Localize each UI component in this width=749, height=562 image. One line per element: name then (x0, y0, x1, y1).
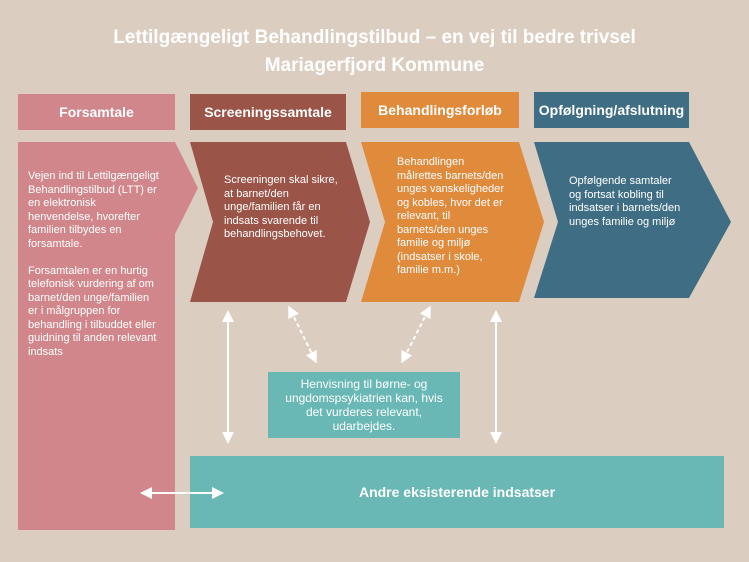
forsamtale-shape (18, 142, 198, 530)
header-behandlingsforlob: Behandlingsforløb (361, 92, 519, 128)
text-line: forsamtale. (28, 237, 83, 250)
header-forsamtale-label: Forsamtale (59, 104, 134, 120)
header-forsamtale: Forsamtale (18, 94, 175, 130)
text-line: er i målgruppen for (28, 305, 121, 317)
diagram-title-line1: Lettilgængeligt Behandlingstilbud – en v… (113, 27, 636, 48)
arrow-behandling-henvisning (401, 305, 431, 364)
diagram-title-line2: Mariagerfjord Kommune (264, 55, 485, 76)
text-line: barnets/den unges (397, 223, 489, 236)
screening-arrow (190, 142, 370, 302)
text-line: ungdomspsykiatrien kan, hvis (285, 391, 443, 405)
text-line: en elektronisk (28, 197, 96, 209)
text-line: Behandlingstilbud (LTT) er (28, 183, 157, 196)
text-line: og fortsat kobling til (569, 188, 664, 201)
text-line: Opfølgende samtaler (569, 175, 672, 187)
text-line: det vurderes relevant, (305, 405, 423, 419)
text-line: Vejen ind til Lettilgængeligt (28, 170, 159, 182)
text-line: unges vanskeligheder (397, 183, 505, 195)
text-line: telefonisk vurdering af om (28, 278, 154, 290)
text-line: barnet/den unge/familien (28, 291, 150, 304)
header-screeningssamtale: Screeningssamtale (190, 94, 346, 130)
text-line: (indsatser i skole, (397, 250, 483, 263)
text-line: indsats (28, 345, 63, 358)
text-line: henvendelse, hvorefter (28, 210, 140, 223)
text-line: guidning til anden relevant (28, 332, 157, 344)
andre-indsatser-label: Andre eksisterende indsatser (358, 484, 556, 500)
text-line: familien tilbydes en (28, 224, 122, 236)
text-line: relevant, til (397, 210, 451, 222)
text-line: Forsamtalen er en hurtig (28, 264, 148, 277)
header-opfolgning-label: Opfølgning/afslutning (538, 102, 685, 118)
text-line: målrettes barnets/den (397, 169, 504, 182)
text-line: familie og miljø (397, 237, 471, 249)
text-line: Screeningen skal sikre, (224, 174, 338, 186)
header-behandlingsforlob-label: Behandlingsforløb (378, 102, 502, 118)
header-opfolgning: Opfølgning/afslutning (534, 92, 689, 128)
text-line: Henvisning til børne- og (300, 377, 428, 391)
text-line: unge/familien får en (224, 201, 321, 213)
text-line: behandlingsbehovet. (224, 228, 326, 240)
text-line: behandling i tilbuddet eller (28, 318, 156, 331)
text-line: indsats svarende til (224, 214, 319, 227)
text-line: familie m.m.) (397, 264, 460, 276)
text-line: Behandlingen (397, 156, 465, 168)
arrow-screening-henvisning (288, 305, 317, 364)
header-screeningssamtale-label: Screeningssamtale (204, 104, 332, 120)
text-line: udarbejdes. (332, 419, 396, 433)
text-line: at barnet/den (224, 187, 289, 200)
behandling-arrow (361, 142, 544, 302)
text-line: og kobles, hvor det er (397, 196, 503, 209)
text-line: unges familie og miljø (569, 215, 676, 228)
text-line: indsatser i barnets/den (569, 202, 681, 214)
andre-indsatser-box: Andre eksisterende indsatser (190, 456, 724, 528)
opfolgning-arrow (534, 142, 731, 298)
